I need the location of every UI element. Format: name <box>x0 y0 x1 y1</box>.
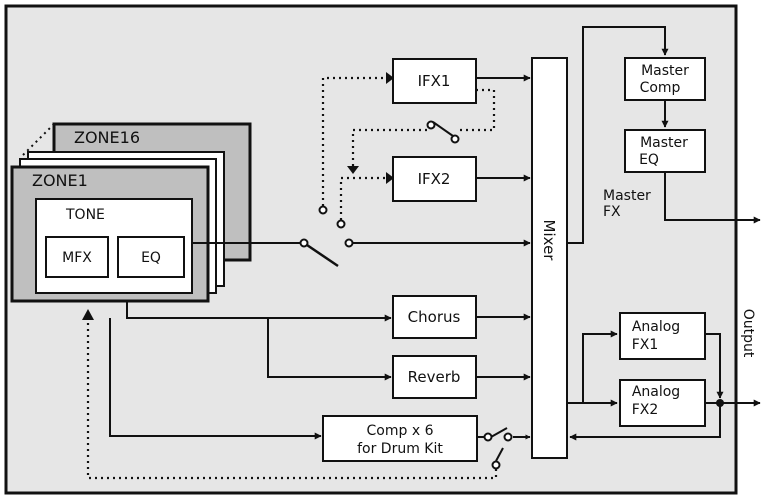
dotted-to-ifx1 <box>321 76 386 206</box>
eq-box <box>117 236 185 278</box>
reverb-label: Reverb <box>408 368 461 386</box>
contact-feedback <box>491 460 501 470</box>
switch-contacts <box>299 120 513 470</box>
dotted-ifx-chain-back <box>351 128 427 168</box>
wire-analog-return <box>569 403 721 441</box>
analog-fx2-label-2: FX2 <box>632 402 659 418</box>
chorus-label: Chorus <box>408 308 461 326</box>
contact-ifx2-send <box>336 219 346 229</box>
wire-main-switch-blade <box>303 241 339 268</box>
contact-ifx-chain-b <box>450 134 460 144</box>
master-eq-label-2: EQ <box>639 152 659 168</box>
contact-comp-a <box>483 432 493 442</box>
analog-fx1-block <box>619 312 706 360</box>
ifx1-label: IFX1 <box>418 72 451 90</box>
tone-label: TONE <box>65 207 105 223</box>
wire-send-bus <box>126 302 392 322</box>
zone-stack: ZONE16 ZONE1 TONE MFX EQ <box>10 122 252 303</box>
mixer-block <box>531 57 568 459</box>
master-comp-block <box>624 57 706 101</box>
zone16-title: ZONE16 <box>74 128 140 147</box>
master-fx-label-2: FX <box>603 204 621 220</box>
comp-drumkit-label-2: for Drum Kit <box>357 441 443 457</box>
wire-comp-switch-blade <box>490 427 508 438</box>
contact-main-in <box>299 238 309 248</box>
comp-drumkit-label-1: Comp x 6 <box>367 423 434 439</box>
wire-analog1-out <box>705 333 724 399</box>
contact-comp-b <box>503 432 513 442</box>
zone-stack-dotted-edge <box>22 123 55 156</box>
feedback-switch-blade <box>495 447 504 462</box>
dotted-arrowhead-feedback <box>82 309 94 320</box>
wire-mixer-to-master <box>567 26 669 244</box>
contact-ifx-chain-a <box>426 120 436 130</box>
analog-fx1-label-2: FX1 <box>632 337 659 353</box>
ifx2-block <box>392 156 477 202</box>
dotted-to-ifx2 <box>339 176 386 220</box>
mfx-box <box>45 236 109 278</box>
master-fx-label-1: Master <box>603 188 651 204</box>
master-eq-label-1: Master <box>640 135 688 151</box>
master-eq-block <box>624 129 706 173</box>
analog-fx2-block <box>619 379 706 427</box>
zone1-title: ZONE1 <box>32 171 88 190</box>
wire-to-comp <box>109 318 322 440</box>
comp-drumkit-block <box>322 415 478 462</box>
dotted-arrowhead-chain <box>347 166 359 174</box>
contact-main-out <box>344 238 354 248</box>
mfx-label: MFX <box>62 250 92 266</box>
contact-ifx1-send <box>318 205 328 215</box>
ifx1-block <box>392 58 477 104</box>
master-comp-label-2: Comp <box>640 80 681 96</box>
dotted-arrowhead-ifx2 <box>386 172 394 184</box>
analog-fx1-label-1: Analog <box>632 319 680 335</box>
chorus-block <box>392 295 477 339</box>
mixer-label: Mixer <box>540 220 558 262</box>
dotted-paths <box>86 76 498 480</box>
output-label: Output <box>740 309 756 358</box>
wire-mastereq-out <box>664 172 761 224</box>
master-comp-label-1: Master <box>641 63 689 79</box>
eq-label: EQ <box>141 250 161 266</box>
dotted-arrowhead-ifx1 <box>386 72 394 84</box>
dotted-ifx1-chain <box>460 88 496 132</box>
junction-dot <box>716 399 724 407</box>
signal-wires <box>109 26 761 441</box>
ifx2-label: IFX2 <box>418 170 451 188</box>
wire-to-reverb <box>267 318 392 381</box>
analog-fx2-label-1: Analog <box>632 384 680 400</box>
ifx-chain-switch-blade <box>432 121 454 137</box>
wire-mixer-to-analog <box>567 330 618 404</box>
